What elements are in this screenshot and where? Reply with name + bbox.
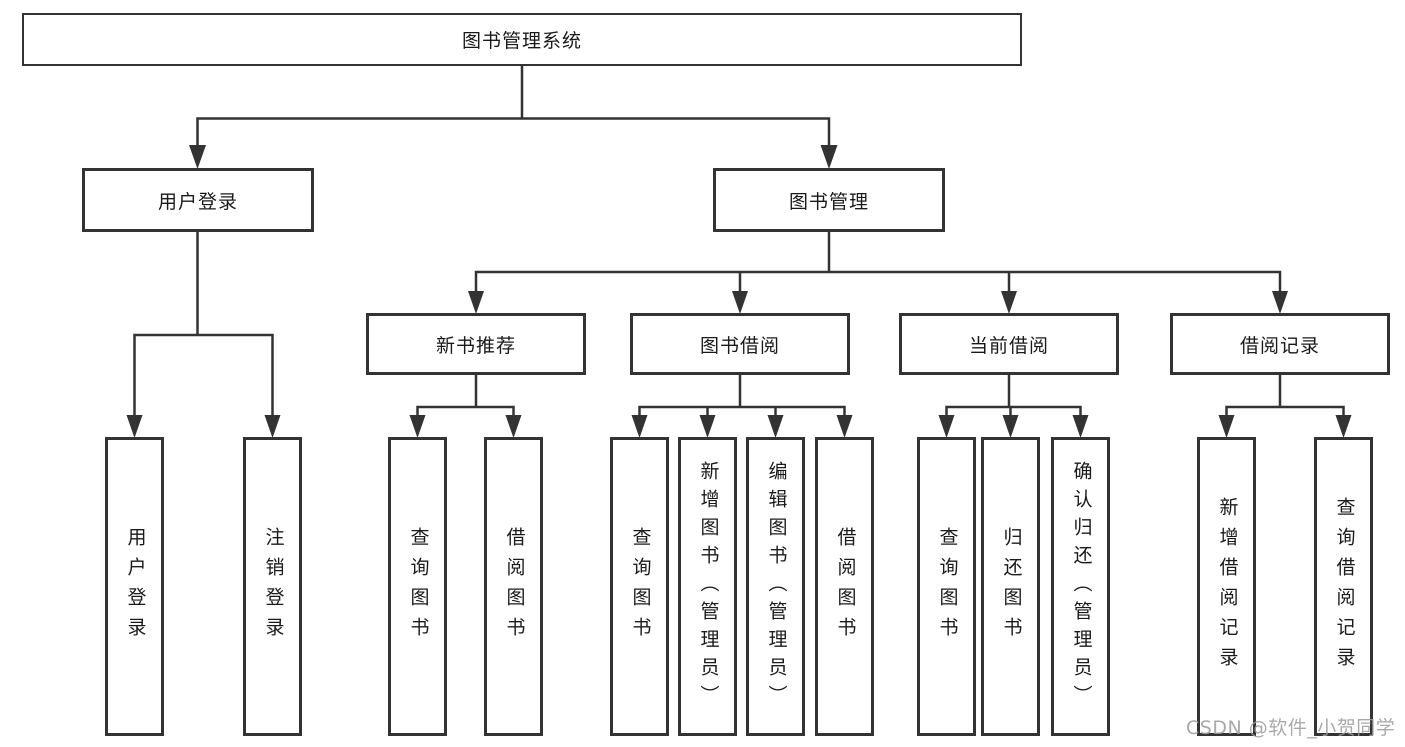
leaf-current-return-books-label: 归还图书 (1000, 526, 1023, 647)
arrowhead (732, 291, 748, 314)
node-current-borrowing-label: 当前借阅 (968, 334, 1049, 357)
arrowhead (836, 415, 853, 438)
arrowhead (1218, 415, 1235, 438)
arrowhead (767, 415, 784, 438)
node-borrowing-records: 借阅记录 (1170, 313, 1390, 375)
leaf-borrow-edit-books-admin-label: 编辑图书（管理员） (765, 460, 788, 713)
leaf-user-login: 用户登录 (105, 437, 164, 736)
arrowhead (1002, 415, 1019, 438)
leaf-borrow-query-books: 查询图书 (610, 437, 669, 736)
edge-current-to-leaves (945, 373, 1082, 420)
node-book-management: 图书管理 (713, 168, 945, 232)
node-new-book-recommend: 新书推荐 (366, 313, 586, 375)
arrowheads (126, 145, 1352, 438)
arrowhead (1072, 415, 1089, 438)
arrowhead (1272, 291, 1288, 314)
leaf-current-return-books: 归还图书 (981, 437, 1040, 736)
node-new-book-recommend-label: 新书推荐 (435, 334, 516, 357)
leaf-logout-login: 注销登录 (243, 437, 302, 736)
arrowhead (1001, 291, 1017, 314)
node-current-borrowing: 当前借阅 (899, 313, 1119, 375)
node-user-login-group: 用户登录 (82, 168, 314, 232)
edge-records-to-leaves (1225, 373, 1345, 420)
leaf-records-query-borrow-record: 查询借阅记录 (1314, 437, 1373, 736)
edge-newbook-to-leaves (416, 373, 515, 420)
watermark: CSDN @软件_小贺同学 (1186, 717, 1396, 739)
arrowhead (189, 145, 206, 169)
leaf-current-query-books-label: 查询图书 (936, 526, 959, 647)
arrowhead (938, 415, 955, 438)
leaf-newbook-borrow-books: 借阅图书 (484, 437, 543, 736)
leaf-current-confirm-return-admin: 确认归还（管理员） (1051, 437, 1110, 736)
node-library-system: 图书管理系统 (22, 13, 1022, 66)
leaf-current-confirm-return-admin-label: 确认归还（管理员） (1070, 460, 1093, 713)
edge-userlogin-to-leaves (133, 230, 274, 419)
node-user-login-group-label: 用户登录 (157, 190, 238, 213)
edge-bookmgmt-to-level3 (474, 230, 1282, 295)
leaf-newbook-borrow-books-label: 借阅图书 (503, 526, 526, 647)
leaf-borrow-borrow-books: 借阅图书 (815, 437, 874, 736)
edge-borrowing-to-leaves (638, 373, 846, 420)
leaf-borrow-add-books-admin-label: 新增图书（管理员） (697, 460, 720, 713)
node-library-system-label: 图书管理系统 (461, 30, 582, 52)
leaf-records-query-borrow-record-label: 查询借阅记录 (1333, 496, 1356, 677)
arrowhead (264, 415, 281, 438)
leaf-newbook-query-books: 查询图书 (388, 437, 447, 736)
arrowhead (409, 415, 426, 438)
arrowhead (631, 415, 648, 438)
node-borrowing-records-label: 借阅记录 (1239, 334, 1320, 357)
leaf-newbook-query-books-label: 查询图书 (407, 526, 430, 647)
arrowhead (505, 415, 522, 438)
leaf-records-add-borrow-record-label: 新增借阅记录 (1216, 496, 1239, 677)
edge-root-to-level2 (196, 64, 831, 149)
leaf-user-login-label: 用户登录 (124, 526, 147, 647)
leaf-current-query-books: 查询图书 (917, 437, 976, 736)
leaf-borrow-edit-books-admin: 编辑图书（管理员） (746, 437, 805, 736)
leaf-borrow-borrow-books-label: 借阅图书 (834, 526, 857, 647)
arrowhead (820, 145, 838, 169)
leaf-borrow-add-books-admin: 新增图书（管理员） (678, 437, 737, 736)
leaf-borrow-query-books-label: 查询图书 (629, 526, 652, 647)
arrowhead (126, 415, 143, 438)
arrowhead (468, 291, 484, 314)
node-book-borrowing-label: 图书借阅 (699, 334, 780, 357)
node-book-borrowing: 图书借阅 (630, 313, 850, 375)
arrowhead (699, 415, 716, 438)
leaf-logout-login-label: 注销登录 (262, 526, 285, 647)
node-book-management-label: 图书管理 (788, 190, 869, 213)
arrowhead (1335, 415, 1352, 438)
leaf-records-add-borrow-record: 新增借阅记录 (1197, 437, 1256, 736)
